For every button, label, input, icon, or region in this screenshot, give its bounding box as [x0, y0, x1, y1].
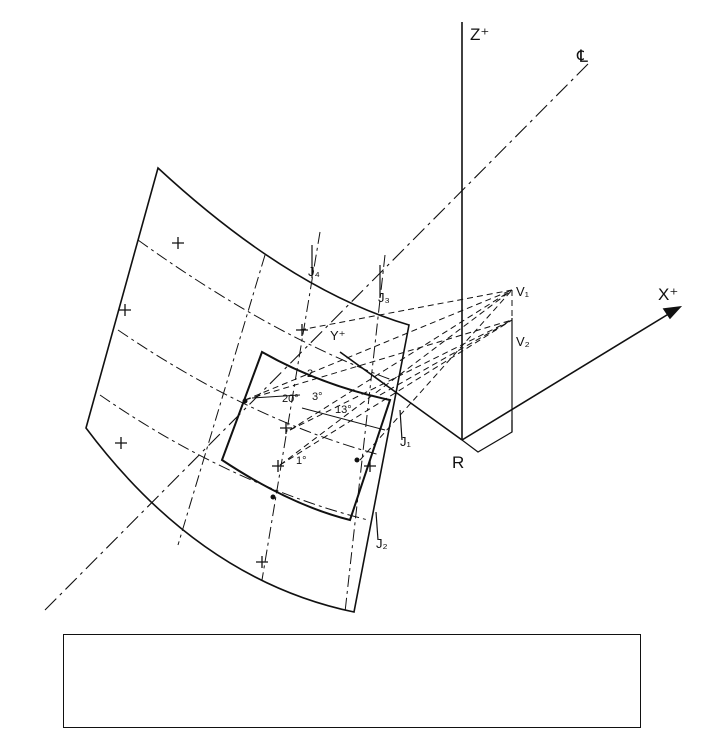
j1-label: J₁: [400, 434, 412, 449]
dimension-line: [251, 394, 301, 399]
dimension-line: [301, 407, 386, 431]
target-mark: [172, 237, 184, 249]
target-dot: [270, 494, 276, 500]
target-mark: [364, 460, 376, 472]
panel-outline: [85, 166, 410, 613]
panel-grid-h2: [117, 329, 381, 456]
panel-grid-v2: [261, 231, 321, 581]
angle-label-2: 2: [307, 368, 313, 380]
target-mark: [296, 324, 308, 336]
target-dot: [354, 457, 360, 463]
angle-label-20: 20°: [282, 393, 299, 405]
sight-line: [244, 319, 513, 401]
v2-label: V₂: [516, 334, 530, 349]
j3-label: J₃: [378, 290, 390, 305]
target-mark: [115, 437, 127, 449]
sight-line: [359, 289, 513, 461]
j4-label: J₄: [308, 264, 320, 279]
sight-line: [279, 319, 513, 466]
target-dot: [242, 398, 248, 404]
sight-line: [244, 289, 513, 401]
target-mark: [280, 422, 292, 434]
y-axis: [339, 351, 463, 441]
panel-grid-v1: [177, 254, 266, 546]
panel-grid-h3: [99, 394, 369, 521]
j2-label: J₂: [376, 536, 388, 551]
j2-marker: [375, 511, 379, 541]
target-mark: [119, 304, 131, 316]
sight-line: [299, 289, 513, 331]
angle-label-1: 1°: [296, 455, 307, 467]
target-mark: [272, 460, 284, 472]
sight-line: [289, 289, 513, 431]
caption-box: [63, 634, 641, 728]
sight-line: [279, 289, 513, 466]
y-axis-label: Y⁺: [330, 328, 346, 343]
centerline-label: ℄: [576, 47, 588, 66]
origin-label: R: [452, 453, 464, 472]
inner-window: [220, 350, 392, 522]
angle-label-13: 13°: [335, 404, 352, 416]
centerline: [44, 61, 591, 611]
sight-line: [289, 319, 513, 431]
v1-label: V₁: [516, 284, 530, 299]
panel-grid-v3: [344, 254, 386, 613]
sight-line: [379, 319, 513, 396]
x-axis-arrowhead: [662, 305, 683, 320]
target-mark: [256, 556, 268, 568]
x-axis-label: X⁺: [658, 285, 678, 304]
j1-marker: [399, 409, 403, 441]
x-axis: [461, 306, 681, 441]
angle-label-3: 3°: [312, 391, 323, 403]
z-axis-label: Z⁺: [470, 25, 489, 44]
panel-grid-h1: [137, 239, 393, 381]
